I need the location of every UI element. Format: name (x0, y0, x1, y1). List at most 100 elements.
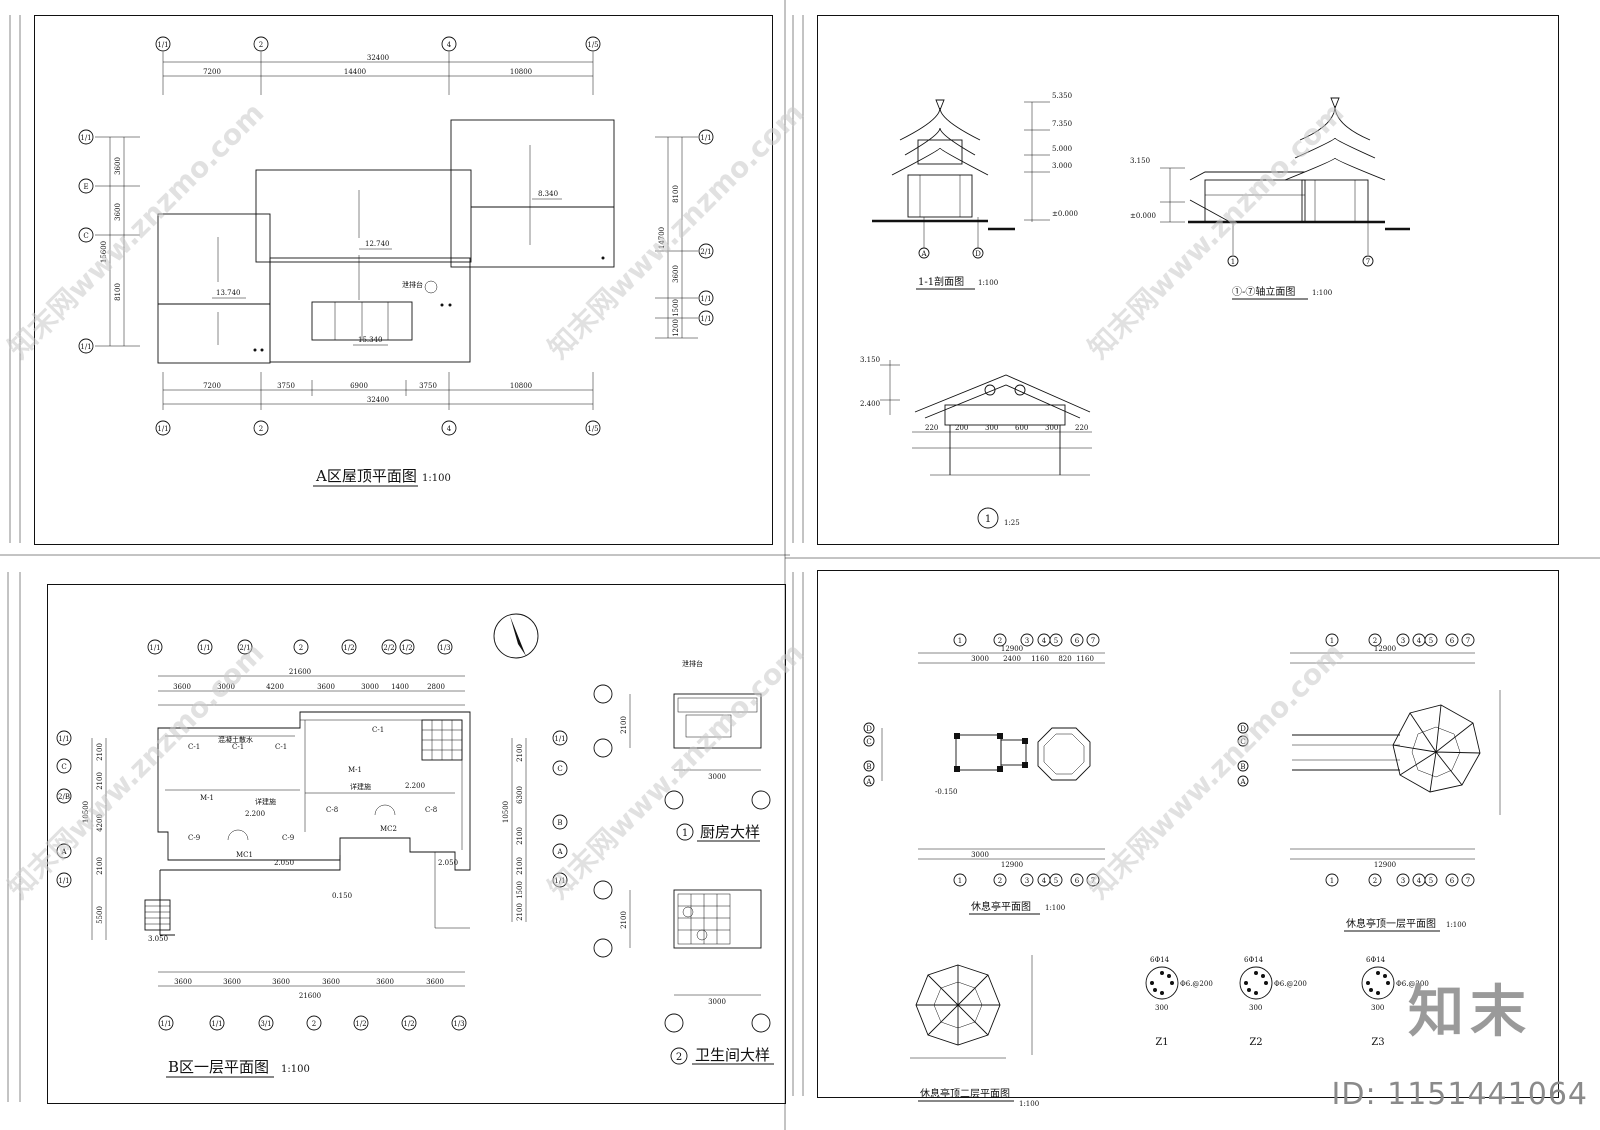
svg-text:1: 1 (1330, 637, 1334, 645)
svg-text:2/1: 2/1 (239, 644, 250, 652)
svg-text:2: 2 (312, 1020, 316, 1028)
svg-text:1: 1 (682, 828, 688, 839)
svg-text:2100: 2100 (516, 857, 524, 875)
svg-text:7: 7 (1091, 877, 1095, 885)
svg-text:4: 4 (1042, 637, 1047, 645)
svg-text:5.000: 5.000 (1052, 145, 1072, 153)
svg-text:1:100: 1:100 (1312, 289, 1332, 297)
svg-text:3: 3 (1401, 637, 1405, 645)
svg-text:D: D (866, 725, 872, 733)
svg-text:7: 7 (1466, 637, 1470, 645)
svg-text:14400: 14400 (344, 68, 366, 76)
svg-text:2100: 2100 (516, 744, 524, 762)
svg-text:6: 6 (1450, 637, 1455, 645)
svg-text:200: 200 (955, 424, 968, 432)
svg-text:B: B (557, 819, 562, 827)
svg-text:2100: 2100 (620, 716, 628, 734)
svg-text:1/1: 1/1 (149, 644, 160, 652)
svg-text:3600: 3600 (376, 978, 394, 986)
svg-text:2: 2 (1373, 877, 1377, 885)
svg-text:①-⑦轴立面图: ①-⑦轴立面图 (1232, 285, 1295, 298)
svg-text:1/1: 1/1 (211, 1020, 222, 1028)
svg-text:3000: 3000 (971, 851, 989, 859)
svg-text:4: 4 (447, 41, 452, 49)
svg-text:2: 2 (998, 877, 1002, 885)
svg-text:1/5: 1/5 (587, 41, 598, 49)
svg-text:1:100: 1:100 (1019, 1100, 1039, 1108)
svg-text:7: 7 (1466, 877, 1470, 885)
svg-text:1/1: 1/1 (58, 735, 69, 743)
svg-text:知末网www.znzmo.com: 知末网www.znzmo.com (542, 636, 811, 905)
svg-text:5: 5 (1429, 877, 1433, 885)
svg-text:7: 7 (1091, 637, 1095, 645)
svg-text:3000: 3000 (708, 773, 726, 781)
svg-text:1/1: 1/1 (80, 134, 91, 142)
svg-text:混凝土散水: 混凝土散水 (218, 735, 253, 744)
svg-text:3/1: 3/1 (260, 1020, 271, 1028)
svg-text:1-1剖面图: 1-1剖面图 (918, 275, 964, 288)
svg-text:A: A (1239, 778, 1246, 786)
floor-plan-b-title: B区一层平面图 (168, 1058, 269, 1076)
svg-text:5: 5 (1429, 637, 1433, 645)
svg-text:300: 300 (1371, 1004, 1384, 1012)
detail-1: 220 200 300 600 300 220 3.150 2.400 1 1:… (860, 356, 1092, 529)
svg-text:3600: 3600 (114, 157, 122, 175)
svg-text:6Φ14: 6Φ14 (1366, 956, 1386, 964)
svg-text:Φ6.@200: Φ6.@200 (1396, 980, 1429, 988)
svg-text:M-1: M-1 (200, 794, 214, 802)
svg-text:5.350: 5.350 (1052, 92, 1072, 100)
axis-bubbles-left: 1/1 E C 1/1 (78, 129, 94, 354)
svg-text:21600: 21600 (289, 668, 311, 676)
svg-text:3600: 3600 (272, 978, 290, 986)
svg-text:1160: 1160 (1076, 655, 1094, 663)
svg-text:C-1: C-1 (275, 743, 287, 751)
svg-text:15600: 15600 (100, 241, 108, 263)
svg-text:3.050: 3.050 (148, 935, 168, 943)
svg-text:D: D (975, 250, 981, 258)
svg-text:-0.150: -0.150 (935, 788, 957, 796)
svg-text:6: 6 (1075, 877, 1080, 885)
svg-text:A: A (920, 250, 927, 258)
svg-text:1/5: 1/5 (587, 425, 598, 433)
svg-text:2100: 2100 (96, 743, 104, 761)
svg-text:8100: 8100 (672, 185, 680, 203)
svg-text:2: 2 (998, 637, 1002, 645)
svg-text:15.340: 15.340 (358, 336, 383, 344)
svg-text:3: 3 (1401, 877, 1405, 885)
svg-text:4: 4 (1417, 637, 1422, 645)
section-1-1: A D 5.350 7.350 5.000 3.000 ±0.000 1-1剖面… (872, 92, 1078, 290)
svg-text:6: 6 (1075, 637, 1080, 645)
floor-plan-b: 1/1 1/1 2/1 2 1/2 2/2 1/2 1/3 21600 3600… (56, 613, 774, 1078)
svg-text:12900: 12900 (1001, 645, 1023, 653)
svg-text:C-1: C-1 (188, 743, 200, 751)
svg-text:A: A (556, 848, 563, 856)
svg-text:1:100: 1:100 (422, 473, 451, 484)
svg-text:1/1: 1/1 (700, 315, 711, 323)
svg-text:Z3: Z3 (1371, 1037, 1384, 1048)
svg-text:详建施: 详建施 (255, 797, 276, 806)
svg-text:6: 6 (1450, 877, 1455, 885)
svg-text:12900: 12900 (1374, 645, 1396, 653)
svg-text:12900: 12900 (1001, 861, 1023, 869)
svg-text:厨房大样: 厨房大样 (700, 823, 760, 841)
sheet-pavilion-elevations (817, 15, 1559, 545)
svg-text:Φ6.@200: Φ6.@200 (1180, 980, 1213, 988)
svg-text:300: 300 (1155, 1004, 1168, 1012)
axis-bubbles-right: 1/1 2/1 1/1 1/1 (698, 129, 714, 326)
svg-text:3000: 3000 (708, 998, 726, 1006)
svg-text:300: 300 (1249, 1004, 1262, 1012)
svg-text:2/2: 2/2 (383, 644, 394, 652)
svg-text:C-1: C-1 (372, 726, 384, 734)
svg-text:3600: 3600 (322, 978, 340, 986)
svg-text:C-1: C-1 (232, 743, 244, 751)
svg-text:Z2: Z2 (1249, 1037, 1262, 1048)
pavilion-axes-top: 1 2 3 4 5 6 7 (953, 633, 1100, 647)
svg-text:6900: 6900 (350, 382, 368, 390)
pavilion-roof1: 1 2 3 4 5 6 7 12900 D C B A 12900 1 2 (1237, 633, 1501, 932)
sheet-roof-plan-a (34, 15, 773, 545)
svg-text:3750: 3750 (277, 382, 295, 390)
svg-text:4: 4 (447, 425, 452, 433)
svg-text:Z1: Z1 (1155, 1037, 1168, 1048)
svg-text:10500: 10500 (82, 801, 90, 823)
